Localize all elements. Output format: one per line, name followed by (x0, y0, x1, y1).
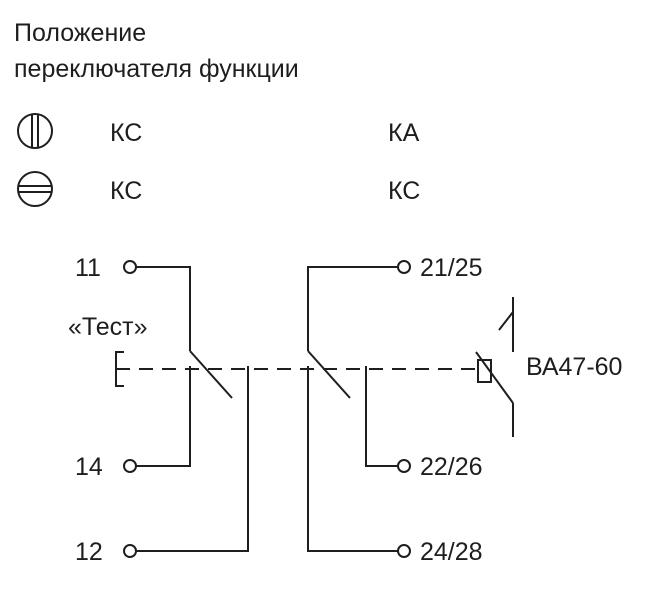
title-line-1: Положение (14, 19, 147, 47)
terminal-11 (123, 260, 137, 274)
switch-arm-2 (307, 350, 351, 399)
wire-11 (136, 266, 191, 351)
breaker-actuator (498, 311, 514, 331)
breaker-aux-contact (475, 297, 514, 437)
terminal-label-24-28: 24/28 (420, 538, 483, 566)
mode-2-right-label: КС (388, 177, 421, 205)
wire-21-25 (307, 266, 398, 351)
wire-14 (136, 366, 191, 467)
mode-1-left-label: КС (110, 119, 143, 147)
mode-1-right-label: КА (388, 119, 420, 147)
contact-group-2 (307, 260, 411, 558)
terminal-14 (123, 459, 137, 473)
terminal-22-26 (397, 459, 411, 473)
test-label: «Тест» (68, 313, 148, 341)
terminal-label-12: 12 (75, 538, 103, 566)
terminal-12 (123, 544, 137, 558)
switch-horizontal-icon (17, 171, 53, 207)
breaker-label: ВА47-60 (526, 353, 623, 381)
switch-vertical-icon (17, 113, 53, 149)
wire-22-26 (365, 366, 398, 467)
terminal-label-22-26: 22/26 (420, 453, 483, 481)
mode-2-left-label: КС (110, 177, 143, 205)
wire-24-28 (307, 366, 398, 552)
contact-group-1 (123, 260, 249, 558)
terminal-label-21-25: 21/25 (420, 254, 483, 282)
wire-12 (136, 366, 249, 552)
terminal-label-11: 11 (75, 254, 101, 282)
terminal-21-25 (397, 260, 411, 274)
terminal-label-14: 14 (75, 453, 103, 481)
terminal-24-28 (397, 544, 411, 558)
title-line-2: переключателя функции (14, 55, 299, 83)
switch-arm-1 (189, 350, 233, 399)
